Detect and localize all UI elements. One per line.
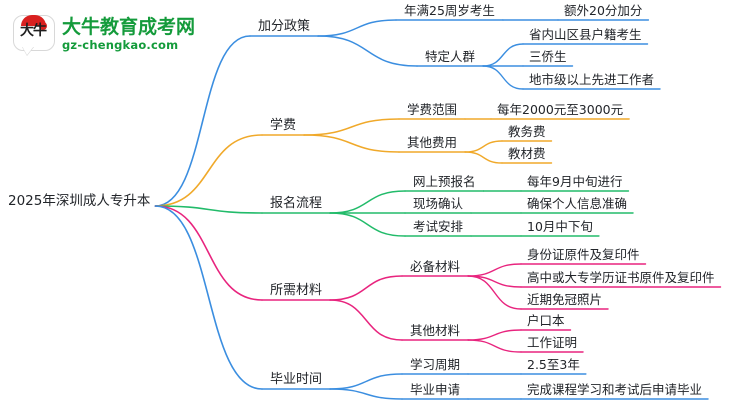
logo-text-block: 大牛教育成考网 gz-chengkao.com	[62, 16, 195, 52]
leaf-node-materials-0-1[interactable]: 高中或大专学历证书原件及复印件	[527, 270, 715, 285]
sub-node-process-2[interactable]: 考试安排	[413, 219, 464, 234]
leaf-node-graduation-0-0[interactable]: 2.5至3年	[527, 357, 580, 372]
leaf-node-tuition-1-1[interactable]: 教材费	[508, 146, 546, 161]
branch-node-process[interactable]: 报名流程	[270, 196, 323, 211]
sub-node-tuition-1[interactable]: 其他费用	[407, 135, 458, 150]
leaf-node-tuition-0-0[interactable]: 每年2000元至3000元	[497, 102, 624, 117]
branch-node-policy[interactable]: 加分政策	[258, 19, 311, 34]
leaf-node-materials-0-0[interactable]: 身份证原件及复印件	[527, 247, 640, 262]
leaf-node-materials-0-2[interactable]: 近期免冠照片	[527, 292, 603, 307]
leaf-node-policy-1-2[interactable]: 地市级以上先进工作者	[529, 72, 655, 87]
sub-node-process-0[interactable]: 网上预报名	[413, 174, 476, 189]
leaf-node-process-1-0[interactable]: 确保个人信息准确	[527, 196, 628, 211]
leaf-node-process-0-0[interactable]: 每年9月中旬进行	[527, 174, 623, 189]
logo-mark-icon: 大牛	[12, 13, 56, 55]
sub-node-graduation-0[interactable]: 学习周期	[410, 357, 461, 372]
leaf-node-policy-1-0[interactable]: 省内山区县户籍考生	[529, 27, 642, 42]
leaf-node-policy-0-0[interactable]: 额外20分加分	[564, 3, 643, 18]
branch-node-graduation[interactable]: 毕业时间	[270, 372, 323, 387]
leaf-node-materials-1-0[interactable]: 户口本	[527, 313, 565, 328]
sub-node-materials-1[interactable]: 其他材料	[410, 323, 461, 338]
speech-bubble-tail	[22, 46, 34, 55]
logo-url: gz-chengkao.com	[62, 38, 179, 52]
branch-node-materials[interactable]: 所需材料	[270, 283, 323, 298]
sub-node-policy-1[interactable]: 特定人群	[425, 49, 476, 64]
logo-red-arc	[21, 15, 46, 26]
sub-node-materials-0[interactable]: 必备材料	[410, 259, 461, 274]
leaf-node-policy-1-1[interactable]: 三侨生	[529, 49, 567, 64]
root-node[interactable]: 2025年深圳成人专升本	[8, 193, 151, 209]
leaf-node-graduation-1-0[interactable]: 完成课程学习和考试后申请毕业	[527, 382, 703, 397]
logo-mark-text: 大牛	[20, 23, 47, 39]
leaf-node-materials-1-1[interactable]: 工作证明	[527, 335, 578, 350]
logo-title: 大牛教育成考网	[62, 16, 196, 38]
sub-node-policy-0[interactable]: 年满25周岁考生	[404, 3, 495, 18]
logo-red-dot	[39, 22, 47, 30]
sub-node-graduation-1[interactable]: 毕业申请	[410, 382, 461, 397]
branch-node-tuition[interactable]: 学费	[270, 118, 297, 133]
sub-node-process-1[interactable]: 现场确认	[413, 196, 464, 211]
leaf-node-process-2-0[interactable]: 10月中下旬	[527, 219, 593, 234]
site-logo[interactable]: 大牛 大牛教育成考网 gz-chengkao.com	[12, 11, 195, 57]
sub-node-tuition-0[interactable]: 学费范围	[407, 102, 458, 117]
leaf-node-tuition-1-0[interactable]: 教务费	[508, 124, 546, 139]
